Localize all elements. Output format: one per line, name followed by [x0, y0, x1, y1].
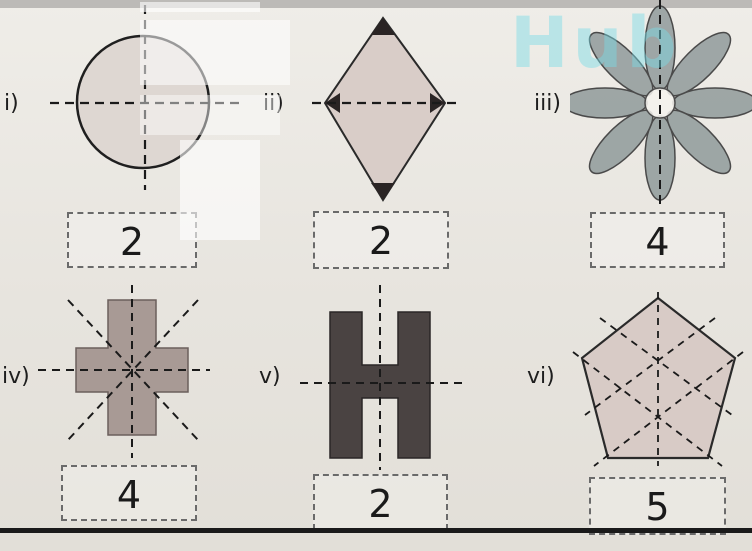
figure-6-label: vi) [527, 364, 555, 389]
figure-5-label: v) [259, 364, 281, 389]
figure-4-answer-box: 4 [61, 465, 197, 521]
watermark-block-top [140, 2, 260, 12]
figure-2-rhombus [310, 0, 470, 215]
figure-2-answer-box: 2 [313, 211, 449, 269]
watermark-block-middle [140, 95, 280, 135]
figure-5-letter-h [295, 280, 470, 475]
figure-6-pentagon [570, 280, 752, 475]
figure-4-label: iv) [2, 364, 30, 389]
bottom-rule [0, 528, 752, 533]
watermark-block-lower [180, 140, 260, 240]
figure-4-plus [28, 280, 218, 460]
watermark: Hub [510, 2, 681, 84]
figure-1-label: i) [4, 91, 19, 116]
figure-1-answer-box: 2 [67, 212, 197, 268]
figure-5-answer-box: 2 [313, 474, 448, 530]
figure-3-answer-box: 4 [590, 212, 725, 268]
figure-3-label: iii) [534, 91, 561, 116]
watermark-block-upper [140, 20, 290, 85]
figure-6-answer-box: 5 [589, 477, 726, 535]
